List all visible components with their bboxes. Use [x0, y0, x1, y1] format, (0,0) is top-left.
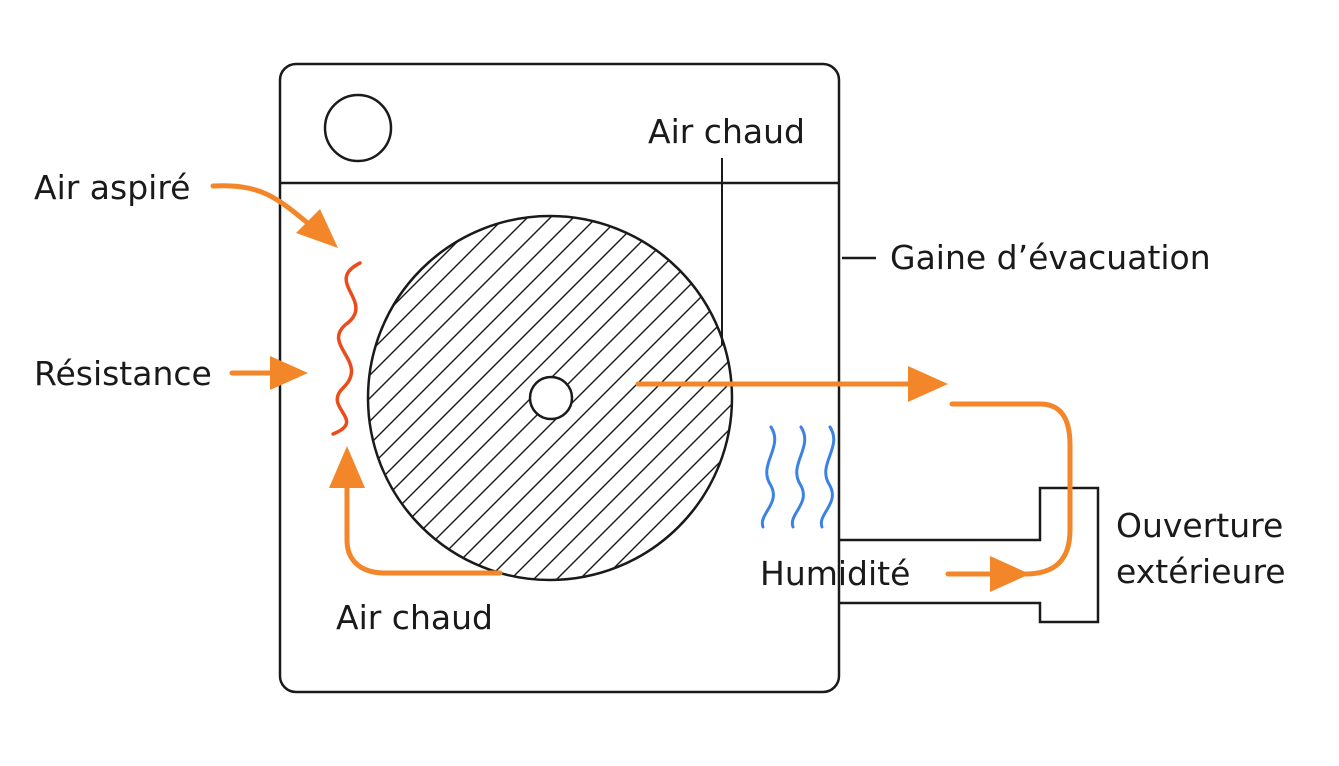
drum-hatch-line — [368, 216, 631, 580]
drum-hatch-line — [368, 216, 677, 580]
intake-arrowhead — [296, 209, 338, 248]
outside-opening-label-line2: extérieure — [1116, 552, 1286, 591]
airflow-arrows — [210, 183, 1073, 592]
drum-hatch-line — [500, 216, 732, 580]
drum-hatch-line — [368, 216, 447, 580]
drum-hatch-line — [368, 216, 516, 580]
hot-air-top-label: Air chaud — [648, 112, 805, 151]
exhaust-duct-label: Gaine d’évacuation — [890, 238, 1211, 277]
drum-hatch-line — [477, 216, 732, 580]
drum-hatch-line — [546, 216, 732, 580]
return-hot-air-arrow — [344, 477, 503, 576]
hot-air-bottom-label: Air chaud — [336, 598, 493, 637]
intake-air-label: Air aspiré — [34, 168, 190, 207]
drum-hatch-line — [368, 216, 654, 580]
drum-hatch-line — [454, 216, 732, 580]
outside-opening-label-line1: Ouverture — [1116, 506, 1283, 545]
heating-element-icon — [331, 261, 362, 436]
drum-hatch-line — [408, 216, 732, 580]
drum-hatch-line — [368, 216, 608, 580]
exhaust-hot-air-arrowhead — [908, 366, 948, 402]
heater-label: Résistance — [34, 354, 212, 393]
heater-arrowhead — [270, 356, 308, 390]
moisture-waves-icon — [760, 425, 836, 529]
drum — [366, 214, 734, 582]
return-hot-air-arrowhead — [329, 446, 365, 488]
drum-hatch-line — [368, 216, 700, 580]
intake-arrow — [210, 183, 313, 228]
drum-hatch-line — [368, 216, 732, 580]
drum-hatch-line — [431, 216, 732, 580]
drum-hatch-line — [385, 216, 732, 580]
humidity-label: Humidité — [760, 554, 910, 593]
drum-hatch-line — [368, 216, 732, 580]
exhaust-duct — [840, 486, 1100, 624]
control-knob-icon — [323, 93, 393, 163]
drum-hatch-line — [368, 216, 585, 580]
drum-hatch-line — [368, 216, 493, 580]
drum-hatch-line — [523, 216, 732, 580]
drum-hatch-line — [368, 216, 470, 580]
drum-hatch-line — [368, 216, 562, 580]
humidity-arrowhead — [990, 556, 1030, 592]
drum-axle — [528, 375, 574, 421]
duct-flow-arrow — [949, 401, 1073, 577]
